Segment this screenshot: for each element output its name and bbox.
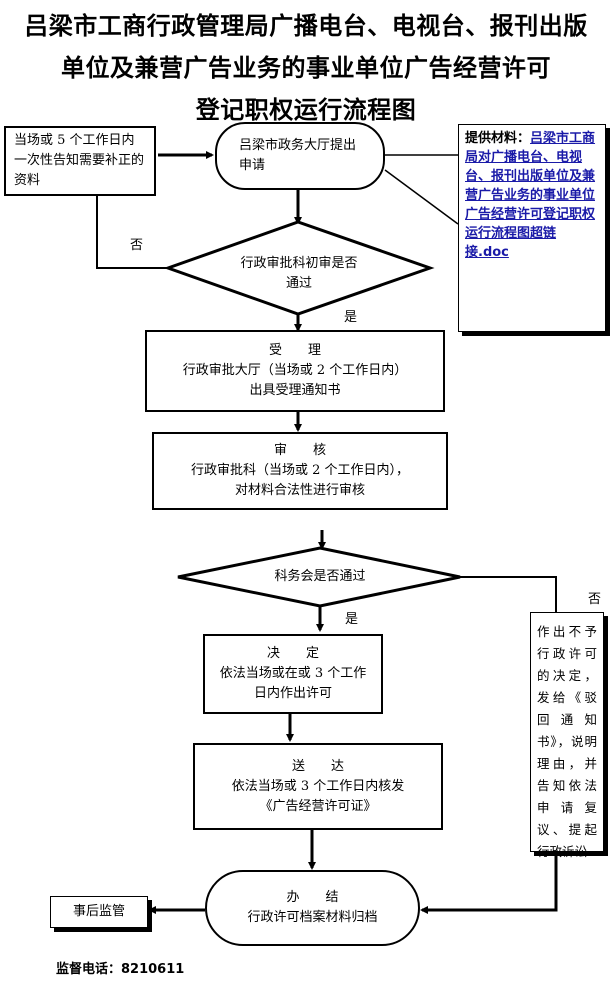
line-apply-to-materials-diag (384, 169, 459, 225)
notify-box-text: 当场或 5 个工作日内一次性告知需要补正的资料 (14, 133, 145, 188)
finish-title: 办 结 (286, 890, 339, 905)
label-yes-1: 是 (336, 308, 384, 328)
label-no-2: 否 (588, 592, 602, 607)
deliver-line-1: 依法当场或 3 个工作日内核发 (231, 778, 405, 794)
meeting-text: 科务会是否通过 (274, 569, 366, 584)
reject-box-text: 作出不予行政许可的决定，发给《驳回通知书》，说明理由，并告知依法申请复议、提起行… (537, 624, 597, 859)
label-no-1: 否 (130, 238, 144, 253)
decide-line-2: 日内作出许可 (253, 686, 332, 701)
decide-title: 决 定 (266, 646, 319, 661)
finish-node: 办 结 行政许可档案材料归档 (205, 870, 420, 946)
accept-line-2: 出具受理通知书 (249, 383, 341, 398)
review-title: 审 核 (273, 443, 326, 458)
title-line-1: 吕梁市工商行政管理局广播电台、电视台、报刊出版 (24, 12, 588, 40)
review-line-1: 行政审批科（当场或 2 个工作日内）， (190, 463, 410, 478)
deliver-line-2: 《广告经营许可证》 (259, 798, 377, 814)
supervision-phone: 监督电话：8210611 (56, 962, 185, 977)
deliver-title: 送 达 (291, 758, 344, 774)
title-line-2: 单位及兼营广告业务的事业单位广告经营许可 (61, 54, 551, 82)
line-meeting-no-to-reject (460, 576, 557, 612)
post-supervision-box: 事后监管 (50, 896, 148, 928)
review-line-2: 对材料合法性进行审核 (234, 483, 365, 498)
deliver-node: 送 达 依法当场或 3 个工作日内核发 《广告经营许可证》 (193, 743, 443, 830)
label-yes-2: 是 (345, 612, 359, 627)
review-node: 审 核 行政审批科（当场或 2 个工作日内）， 对材料合法性进行审核 (152, 432, 448, 510)
initial-review-diamond (163, 220, 435, 316)
title-line-3: 登记职权运行流程图 (195, 96, 417, 124)
accept-node: 受 理 行政审批大厅（当场或 2 个工作日内） 出具受理通知书 (145, 330, 445, 412)
line-reject-to-finish (420, 852, 558, 914)
materials-label: 提供材料： (465, 131, 531, 146)
materials-box: 提供材料：吕梁市工商局对广播电台、电视台、报刊出版单位及兼营广告业务的事业单位广… (458, 124, 606, 332)
apply-node-text: 吕梁市政务大厅提出申请 (239, 138, 357, 173)
notify-box: 当场或 5 个工作日内一次性告知需要补正的资料 (4, 126, 156, 196)
initial-review-text: 行政审批科初审是否通过 (240, 256, 358, 291)
decide-line-1: 依法当场或在或 3 个工作 (219, 666, 367, 681)
accept-line-1: 行政审批大厅（当场或 2 个工作日内） (182, 363, 408, 378)
post-supervision-text: 事后监管 (72, 904, 125, 919)
reject-box: 作出不予行政许可的决定，发给《驳回通知书》，说明理由，并告知依法申请复议、提起行… (530, 612, 604, 859)
line-no-to-notify (96, 196, 168, 269)
accept-title: 受 理 (268, 343, 321, 358)
materials-link[interactable]: 吕梁市工商局对广播电台、电视台、报刊出版单位及兼营广告业务的事业单位广告经营许可… (465, 131, 596, 260)
apply-node: 吕梁市政务大厅提出申请 (215, 122, 385, 190)
finish-line-1: 行政许可档案材料归档 (247, 910, 378, 925)
decide-node: 决 定 依法当场或在或 3 个工作 日内作出许可 (203, 634, 383, 714)
